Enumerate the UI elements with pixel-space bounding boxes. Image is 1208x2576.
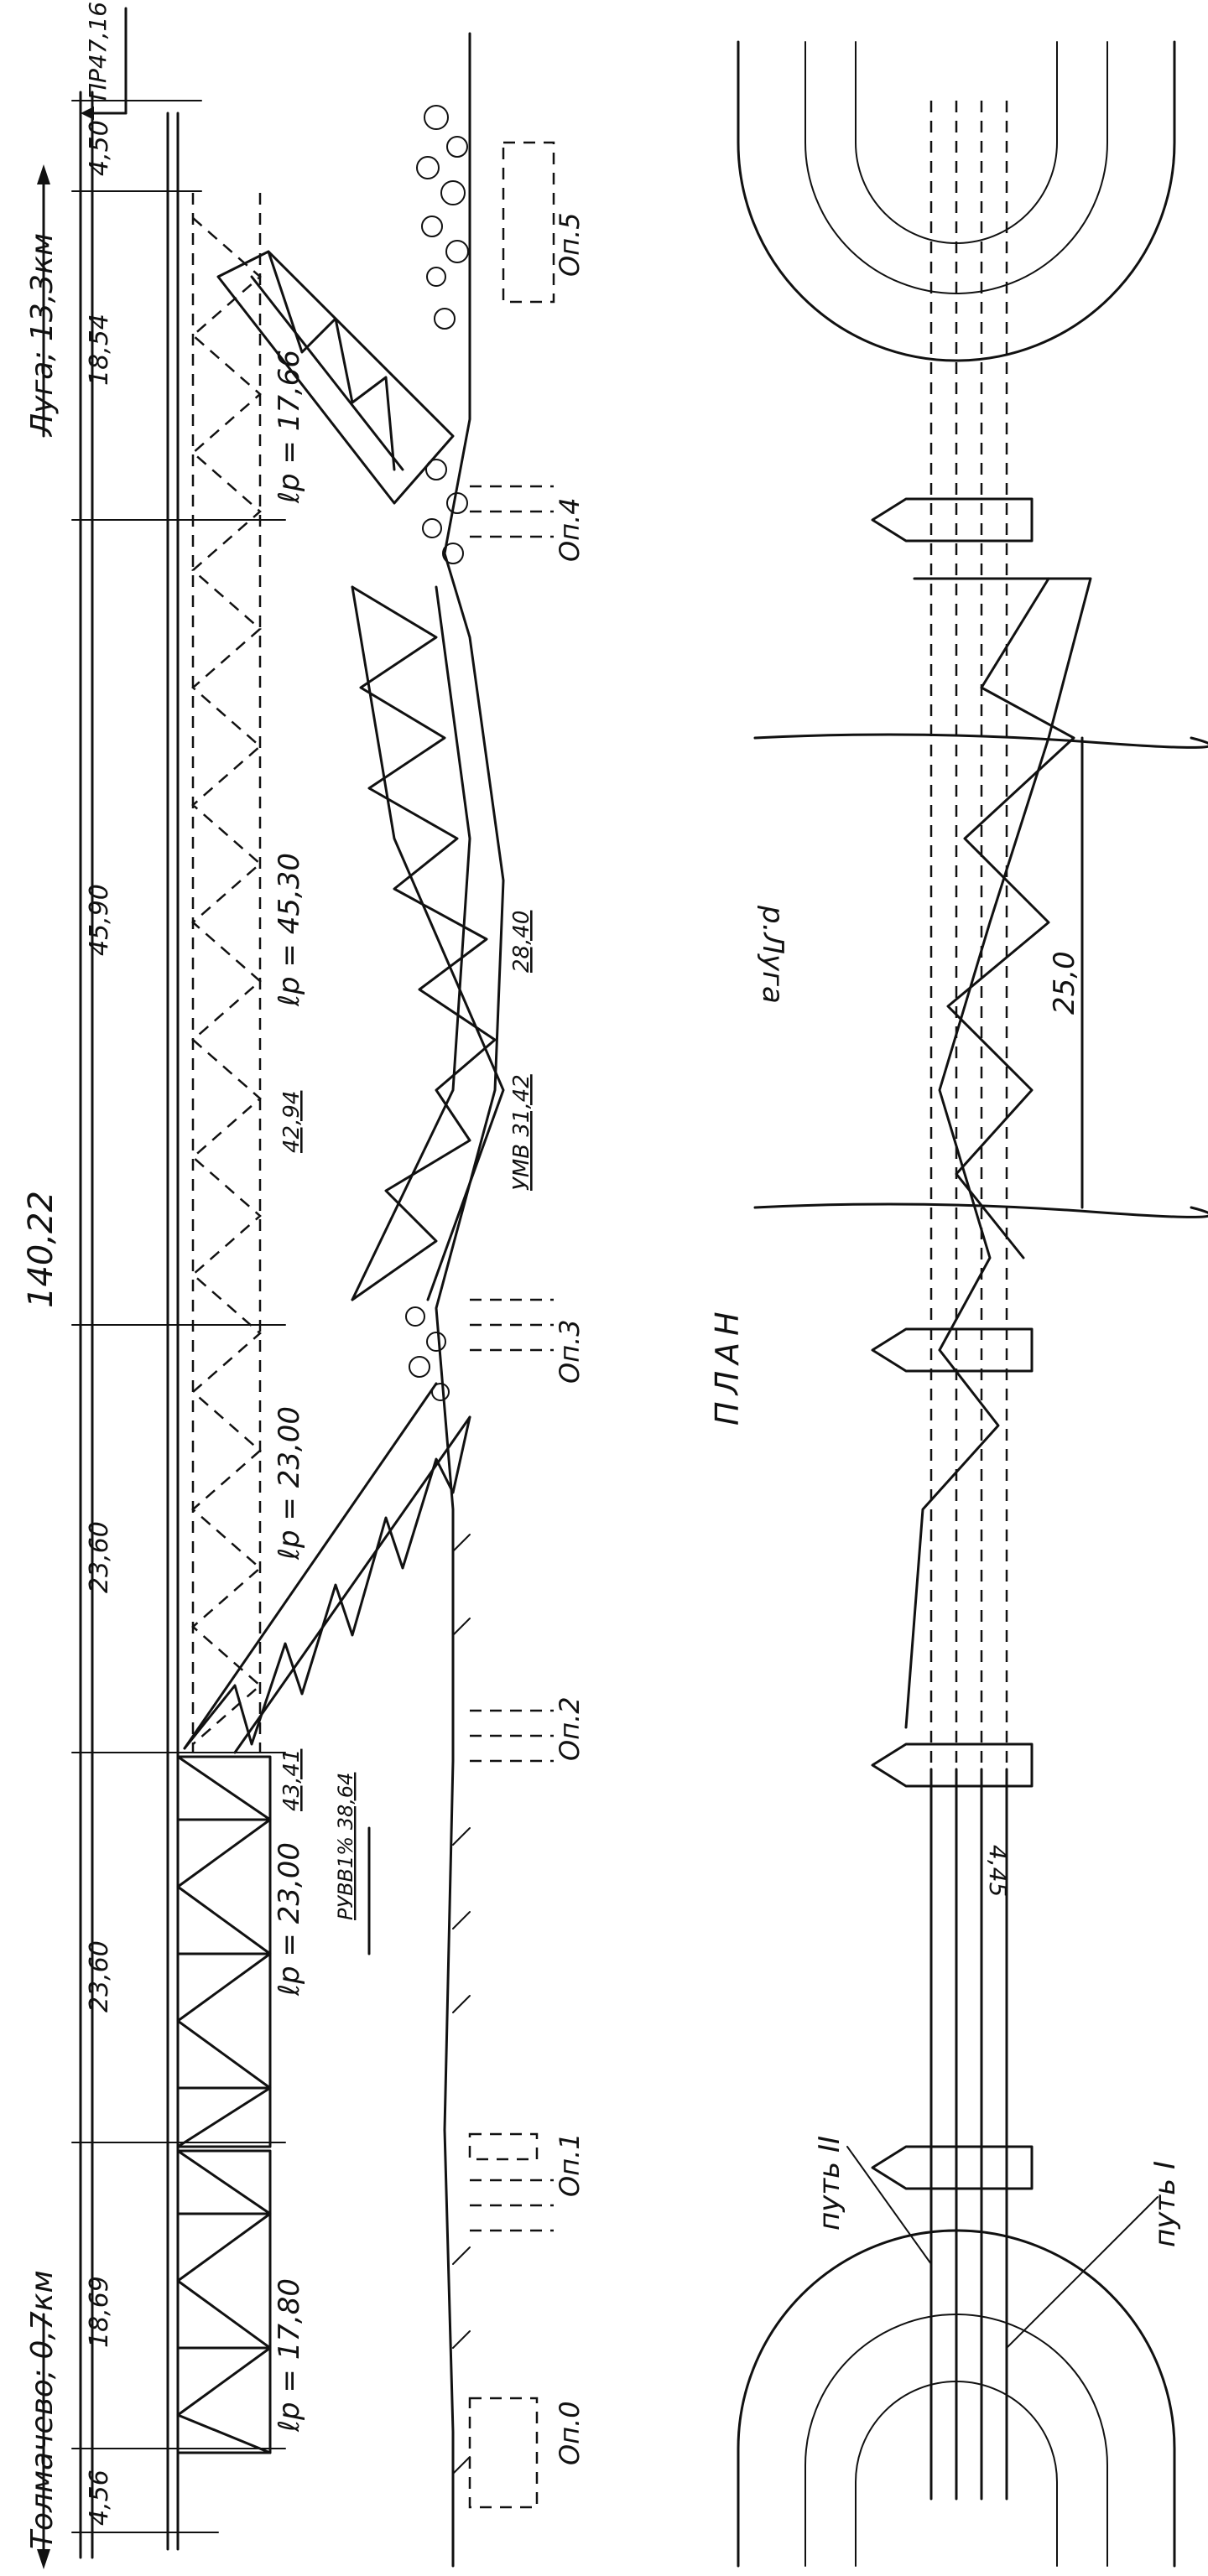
- rubble-pier-3: [405, 1306, 450, 1401]
- rubble-pier-4: [422, 459, 468, 564]
- river-width-label: 25,0: [1048, 951, 1081, 1015]
- track-2-label: путь II: [813, 2136, 846, 2231]
- original-truss-dashed: [191, 193, 262, 1753]
- overall-length-label: 140,22: [22, 1191, 60, 1308]
- pier-label-5: Оп.5: [554, 212, 586, 277]
- pier-label-2: Оп.2: [554, 1696, 586, 1761]
- span-dim-6: 4,50: [85, 120, 114, 176]
- river-name-label: р.Луга: [756, 905, 789, 1004]
- plan-title: ПЛАН: [709, 1305, 746, 1426]
- level-low-water: УМВ 31,42: [509, 1074, 534, 1191]
- intact-truss-spans: [176, 1755, 272, 2454]
- rubble-top: [416, 105, 469, 330]
- pier-label-4: Оп.4: [554, 497, 586, 562]
- design-span-1: ℓp = 23,00: [273, 1842, 306, 1997]
- plan-abutment-top: [737, 40, 1176, 362]
- design-span-0: ℓp = 17,80: [273, 2278, 306, 2433]
- elevation-view: Толмачево; 0,7км Луга; 13,3км 140,22 4,5…: [22, 2, 586, 2569]
- collapsed-span-5: [216, 250, 455, 505]
- level-top-a: 43,41: [279, 1749, 305, 1811]
- span-dim-2: 23,60: [85, 1940, 114, 2012]
- level-bottom: 28,40: [509, 911, 534, 973]
- ground-profile: [435, 32, 505, 2568]
- plan-view: ПЛАН: [709, 40, 1208, 2568]
- span-dim-3: 23,60: [85, 1521, 114, 1593]
- plan-piers: [871, 497, 1034, 2190]
- span-dim-5: 18,54: [85, 314, 114, 386]
- start-direction-label: Толмачево; 0,7км: [25, 2270, 60, 2549]
- pier-label-1: Оп.1: [554, 2132, 586, 2197]
- end-direction-label: Луга; 13,3км: [25, 233, 60, 438]
- plan-tracks: [929, 1768, 1008, 2501]
- design-span-3: ℓp = 45,30: [273, 853, 306, 1007]
- offset-label: 4,45: [984, 1845, 1012, 1897]
- design-span-2: ℓp = 23,00: [273, 1406, 306, 1561]
- pier-label-3: Оп.3: [554, 1319, 586, 1384]
- plan-fallen-truss: [904, 577, 1092, 1729]
- pier-foundations: [468, 141, 555, 2509]
- right-abutment-mark: ПР47,16: [84, 2, 112, 101]
- collapsed-main-span: [351, 585, 505, 1301]
- pier-label-0: Оп.0: [554, 2401, 586, 2465]
- span-dim-4: 45,90: [85, 884, 114, 956]
- collapsed-span-2: [183, 1382, 471, 1754]
- plan-river-banks: [753, 733, 1208, 1218]
- level-top-b: 42,94: [279, 1091, 305, 1153]
- level-rivers: РУВВ1% 38,64: [334, 1773, 357, 1920]
- track-1-label: путь I: [1148, 2161, 1182, 2247]
- span-dim-0: 4,56: [85, 2470, 114, 2526]
- span-dim-1: 18,69: [85, 2276, 114, 2348]
- design-span-4: ℓp = 17,66: [273, 350, 306, 504]
